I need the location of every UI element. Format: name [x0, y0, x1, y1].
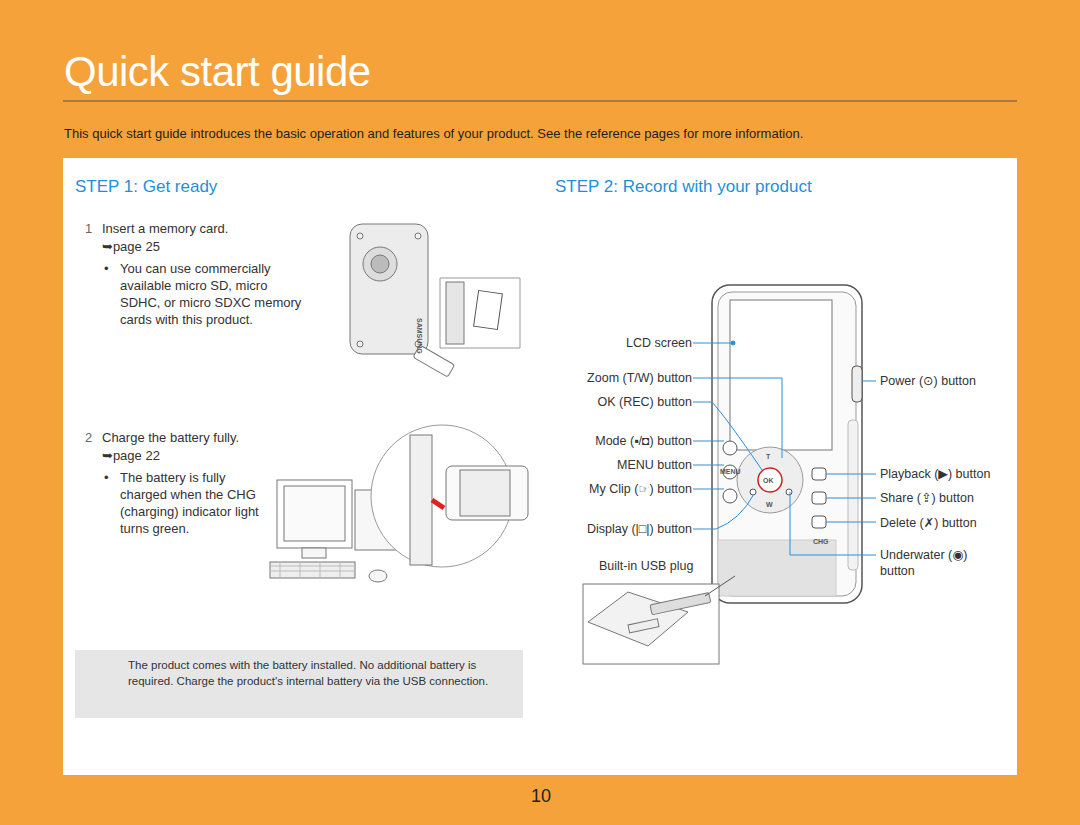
brand-marking: SAMSUNG	[415, 318, 424, 354]
page-reference: ➥page 22	[102, 448, 252, 465]
note-box: The product comes with the battery insta…	[75, 650, 523, 718]
instruction: Charge the battery fully.	[102, 430, 322, 447]
instruction-note: The battery is fully charged when the CH…	[120, 470, 260, 538]
step-number: 1	[85, 221, 92, 238]
bullet: •	[104, 470, 109, 487]
callout-label: My Clip (☞) button	[589, 481, 692, 497]
callout-label: Delete (✗) button	[880, 515, 977, 531]
callout-label: Playback (▶) button	[880, 466, 990, 482]
callout-label: Power (⊙) button	[880, 373, 976, 389]
device-marking: MENU	[720, 467, 741, 476]
page-reference: ➥page 25	[102, 239, 252, 256]
device-marking: T	[766, 452, 770, 461]
callout-label: MENU button	[617, 457, 692, 473]
intro-text: This quick start guide introduces the ba…	[64, 126, 1024, 143]
callout-label: Share (⇪) button	[880, 490, 974, 506]
device-marking: OK	[763, 476, 774, 485]
callout-label: LCD screen	[626, 335, 692, 351]
callout-label: Built-in USB plug	[599, 558, 694, 574]
bullet: •	[104, 261, 109, 278]
callout-label: Zoom (T/W) button	[587, 370, 692, 386]
device-marking: CHG	[813, 537, 829, 546]
page-title: Quick start guide	[64, 48, 371, 96]
callout-label: Underwater (◉) button	[880, 547, 990, 580]
device-marking: W	[766, 500, 773, 509]
instruction-note: You can use commercially available micro…	[120, 261, 310, 329]
callout-label: Mode (▪/◘) button	[595, 433, 692, 449]
step-heading: STEP 1: Get ready	[75, 176, 375, 198]
callout-label: OK (REC) button	[598, 394, 692, 410]
callout-label: Display (|□|) button	[587, 521, 692, 537]
note-text: The product comes with the battery insta…	[128, 658, 513, 689]
step-heading: STEP 2: Record with your product	[555, 176, 935, 198]
instruction: Insert a memory card.	[102, 221, 322, 238]
page-number: 10	[531, 785, 551, 808]
step-number: 2	[85, 430, 92, 447]
